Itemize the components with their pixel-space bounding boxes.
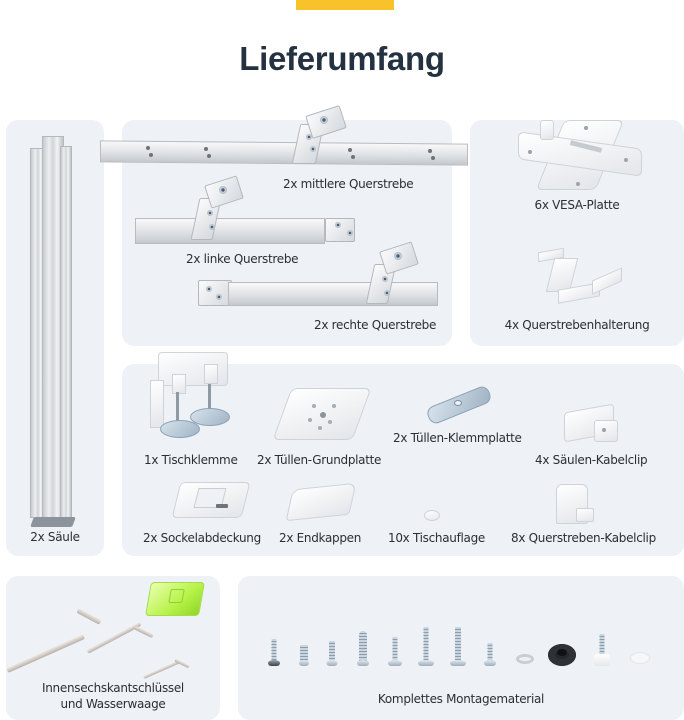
grommet-clamp-plate-icon	[424, 384, 494, 426]
vesa-plate-label: 6x VESA-Platte	[534, 198, 620, 212]
hardware-label: Komplettes Montagematerial	[377, 692, 545, 706]
base-cover-icon	[171, 478, 251, 522]
grommet-base-plate-icon	[272, 388, 372, 444]
column-cable-clip-icon	[562, 400, 626, 448]
middle-crossbar-icon	[100, 105, 468, 172]
tools-panel: Innensechskantschlüssel und Wasserwaage	[6, 576, 220, 720]
desk-pad-icon	[424, 510, 442, 522]
crossbar-holder-icon	[532, 246, 628, 306]
desk-clamp-label: 1x Tischklemme	[144, 453, 238, 467]
screw-set-icon	[262, 620, 662, 666]
tools-label-line2: und Wasserwaage	[60, 697, 166, 711]
grommet-base-plate-label: 2x Tüllen-Grundplatte	[257, 453, 382, 467]
left-crossbar-icon	[135, 175, 370, 250]
spirit-level-icon	[145, 582, 205, 616]
desk-clamp-icon	[148, 350, 238, 442]
left-crossbar-label: 2x linke Querstrebe	[186, 252, 299, 266]
end-cap-icon	[284, 482, 357, 528]
right-crossbar-label: 2x rechte Querstrebe	[314, 318, 437, 332]
column-cable-clip-label: 4x Säulen-Kabelclip	[535, 453, 648, 467]
accessories-panel	[122, 364, 684, 556]
crossbar-cable-clip-label: 8x Querstreben-Kabelclip	[511, 531, 656, 545]
crossbar-cable-clip-icon	[552, 482, 598, 528]
middle-crossbar-label: 2x mittlere Querstrebe	[283, 177, 414, 191]
grommet-clamp-plate-label: 2x Tüllen-Klemmplatte	[393, 431, 522, 445]
vesa-plate-icon	[514, 114, 646, 194]
end-cap-label: 2x Endkappen	[279, 531, 362, 545]
aluminium-column-icon	[30, 136, 80, 527]
base-cover-label: 2x Sockelabdeckung	[143, 531, 261, 545]
plates-panel: 6x VESA-Platte 4x Querstrebenhalterung	[470, 120, 684, 346]
hardware-panel: Komplettes Montagematerial	[238, 576, 684, 720]
page-title: Lieferumfang	[239, 40, 445, 77]
right-crossbar-icon	[198, 241, 440, 312]
column-panel: 2x Säule	[6, 120, 104, 556]
column-label: 2x Säule	[30, 530, 80, 544]
tools-label-line1: Innensechskantschlüssel	[42, 681, 184, 695]
accent-bar	[296, 0, 394, 10]
desk-pad-label: 10x Tischauflage	[388, 531, 486, 545]
crossbar-holder-label: 4x Querstrebenhalterung	[504, 318, 650, 332]
